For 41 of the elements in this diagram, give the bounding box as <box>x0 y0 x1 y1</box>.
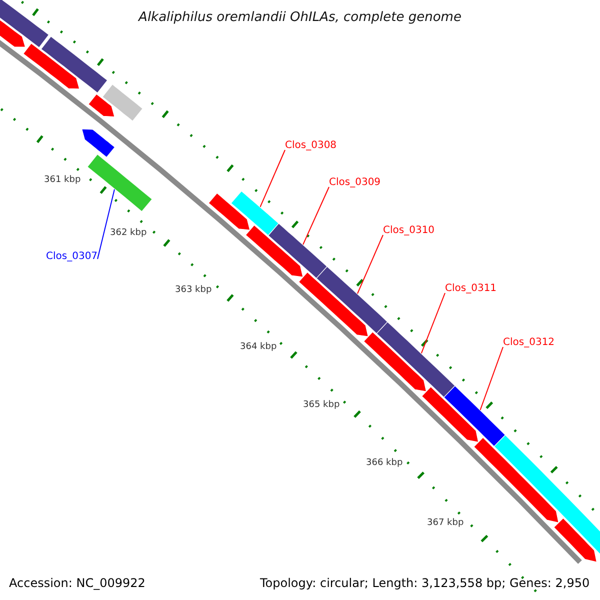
gene-bar <box>316 266 388 334</box>
gene-bar <box>40 36 108 94</box>
leader-line <box>356 234 384 294</box>
gene-label: Clos_0307 <box>46 252 98 262</box>
title: Alkaliphilus oremlandii OhILAs, complete genome <box>137 11 462 24</box>
gene-bar <box>268 222 328 279</box>
gene-bar <box>230 190 280 236</box>
gene-feature <box>553 518 598 562</box>
footer-text: Topology: circular; Length: 3,123,558 bp; Genes: 2,950 <box>260 577 590 589</box>
gene-feature <box>245 224 304 278</box>
gene-label: Clos_0312 <box>503 338 555 348</box>
gene-feature <box>208 192 250 230</box>
gene-bar <box>376 321 456 398</box>
gene-feature <box>363 331 427 392</box>
leader-line <box>302 186 330 246</box>
scale-label: 367 kbp <box>427 519 464 528</box>
scale-label: 362 kbp <box>110 229 147 238</box>
gene-feature <box>81 128 116 158</box>
scale-label: 361 kbp <box>44 176 81 185</box>
gene-feature <box>22 42 80 90</box>
gene-label: Clos_0309 <box>329 178 381 188</box>
gene-feature <box>421 386 479 443</box>
gene-bar <box>102 84 144 122</box>
gene-feature <box>473 437 559 524</box>
gene-bar <box>86 154 153 212</box>
footer-text: Accession: NC_009922 <box>9 577 146 589</box>
gene-bar <box>0 0 50 48</box>
gene-feature <box>298 272 369 337</box>
scale-label: 366 kbp <box>366 459 403 468</box>
gene-label: Clos_0310 <box>383 226 435 236</box>
gene-bar <box>443 385 506 447</box>
leader-line <box>260 150 286 208</box>
leader-line <box>97 188 116 260</box>
scale-label: 363 kbp <box>175 286 212 295</box>
leader-line <box>480 346 504 411</box>
scale-label: 364 kbp <box>240 343 277 352</box>
scale-label: 365 kbp <box>303 401 340 410</box>
leader-line <box>420 292 446 354</box>
gene-label: Clos_0311 <box>445 284 497 294</box>
gene-feature <box>88 94 115 118</box>
gene-label: Clos_0308 <box>285 141 337 151</box>
